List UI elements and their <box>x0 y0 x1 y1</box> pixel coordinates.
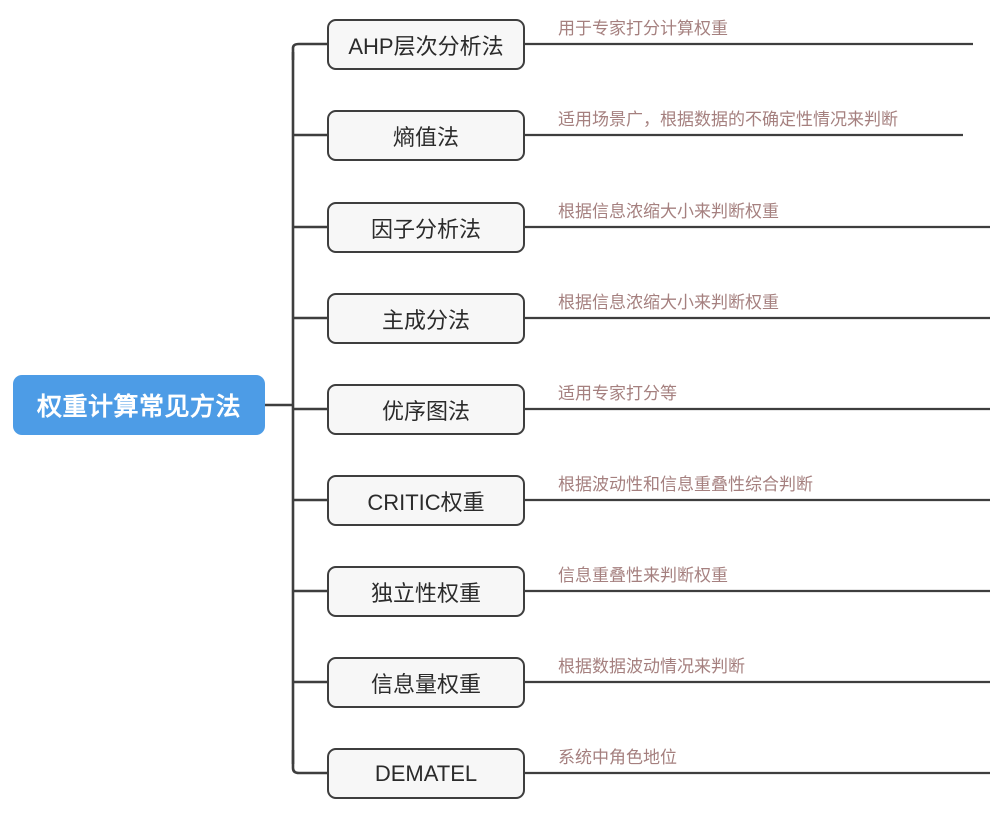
branch-node-label: 信息量权重 <box>370 671 481 697</box>
branch-node-4[interactable]: 主成分法 <box>327 293 525 344</box>
branch-node-label: 熵值法 <box>392 124 459 150</box>
annotation-1: 用于专家打分计算权重 <box>558 19 728 38</box>
branch-node-8[interactable]: 信息量权重 <box>327 657 525 708</box>
branch-node-label: 独立性权重 <box>370 580 481 606</box>
annotation-7: 信息重叠性来判断权重 <box>558 566 728 585</box>
annotation-2: 适用场景广，根据数据的不确定性情况来判断 <box>558 110 898 129</box>
branch-node-3[interactable]: 因子分析法 <box>327 202 525 253</box>
branch-node-5[interactable]: 优序图法 <box>327 384 525 435</box>
annotation-3: 根据信息浓缩大小来判断权重 <box>558 202 779 221</box>
elbow-9 <box>291 750 327 775</box>
branch-node-6[interactable]: CRITIC权重 <box>327 475 525 526</box>
branch-node-7[interactable]: 独立性权重 <box>327 566 525 617</box>
branch-node-label: CRITIC权重 <box>367 489 485 515</box>
annotation-8: 根据数据波动情况来判断 <box>558 657 745 676</box>
branch-node-9[interactable]: DEMATEL <box>327 748 525 799</box>
branch-node-label: AHP层次分析法 <box>348 33 504 59</box>
branch-node-label: 因子分析法 <box>370 216 481 242</box>
branch-node-label: 主成分法 <box>381 307 470 333</box>
branch-node-1[interactable]: AHP层次分析法 <box>327 19 525 70</box>
annotation-9: 系统中角色地位 <box>558 748 677 767</box>
annotation-4: 根据信息浓缩大小来判断权重 <box>558 293 779 312</box>
root-node[interactable]: 权重计算常见方法 <box>13 375 265 435</box>
branch-node-label: 优序图法 <box>381 398 470 424</box>
annotation-5: 适用专家打分等 <box>558 384 677 403</box>
branch-node-2[interactable]: 熵值法 <box>327 110 525 161</box>
branch-node-label: DEMATEL <box>374 760 478 786</box>
root-node-label: 权重计算常见方法 <box>36 393 241 421</box>
elbow-1 <box>291 42 327 60</box>
annotation-6: 根据波动性和信息重叠性综合判断 <box>558 475 813 494</box>
